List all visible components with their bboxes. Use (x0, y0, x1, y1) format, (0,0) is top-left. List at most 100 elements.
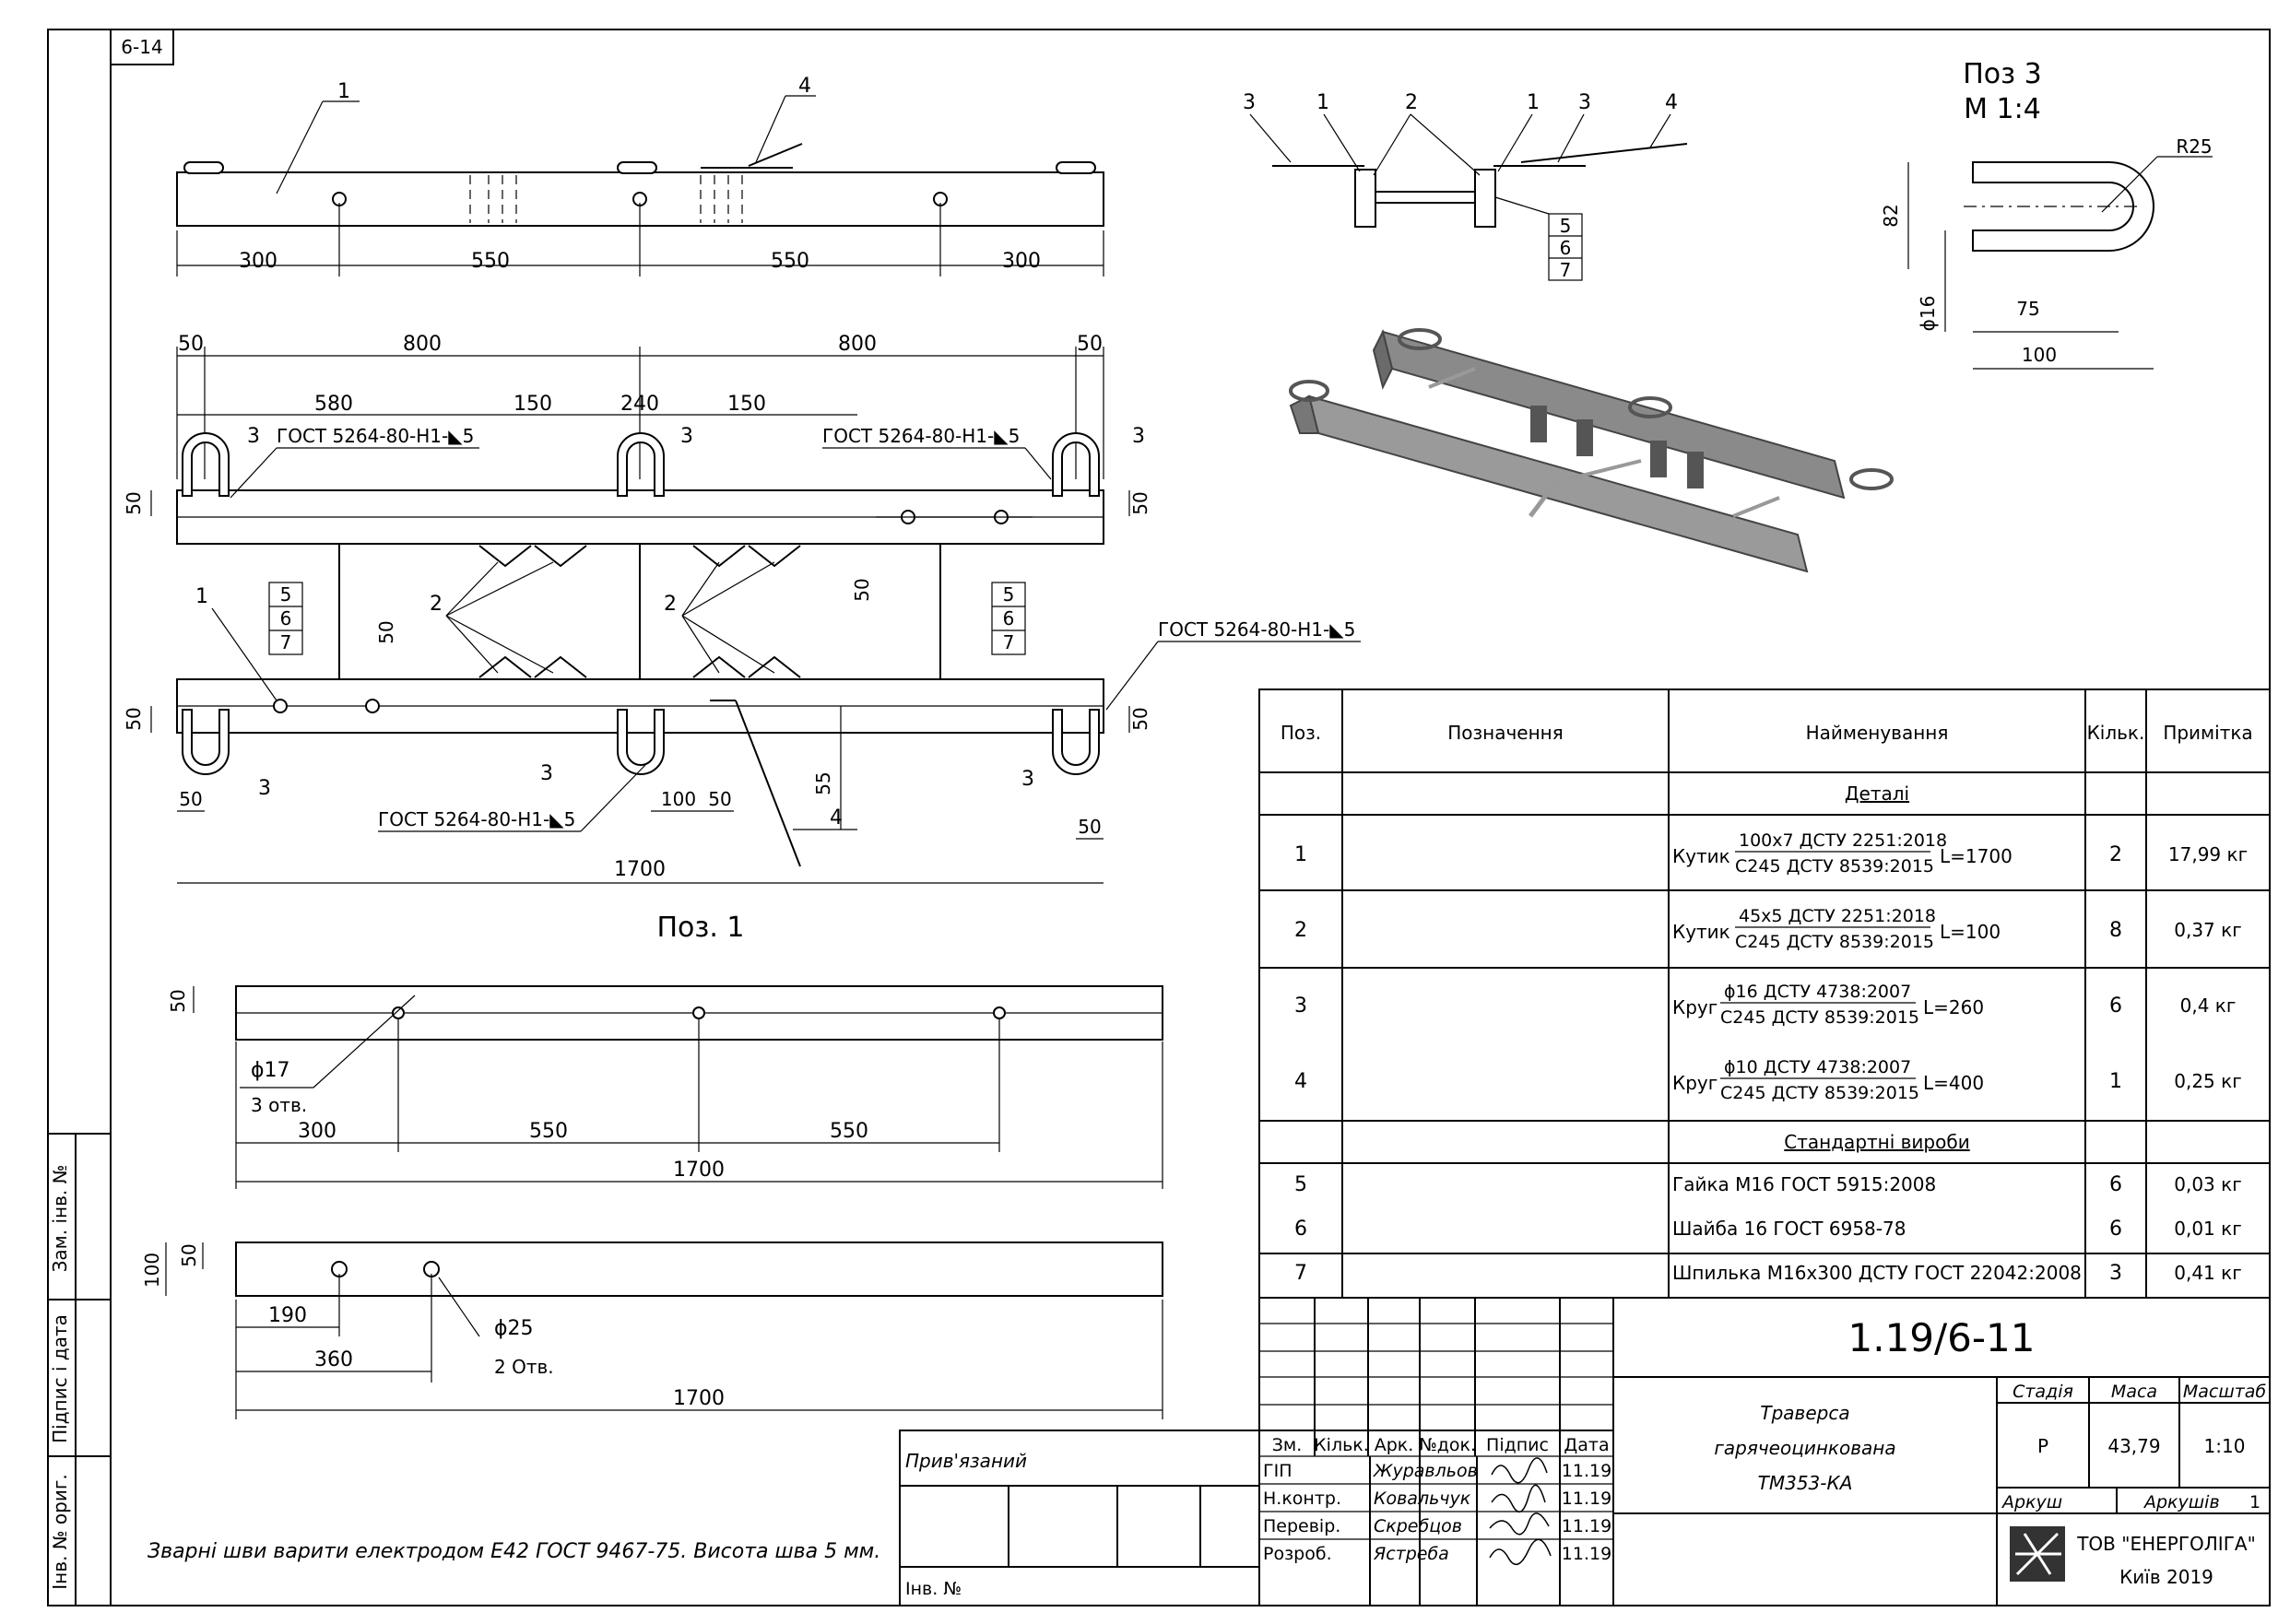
svg-text:300: 300 (1002, 250, 1041, 273)
sign-date-label: Підпис і дата (49, 1314, 71, 1443)
svg-text:11.19: 11.19 (1562, 1516, 1611, 1536)
svg-text:Шпилька М16х300 ДСТУ ГОСТ 2204: Шпилька М16х300 ДСТУ ГОСТ 22042:2008 (1672, 1262, 2082, 1284)
svg-text:580: 580 (314, 393, 353, 416)
svg-text:Круг: Круг (1672, 1072, 1718, 1094)
svg-text:ГІП: ГІП (1263, 1461, 1292, 1481)
svg-text:1:10: 1:10 (2204, 1435, 2246, 1457)
callout-1: 1 (337, 80, 350, 103)
spec-row: 3 Круг ϕ16 ДСТУ 4738:2007 С245 ДСТУ 8539… (1294, 982, 2236, 1028)
svg-text:Шайба 16 ГОСТ 6958-78: Шайба 16 ГОСТ 6958-78 (1672, 1218, 1906, 1240)
spec-row: 4 Круг ϕ10 ДСТУ 4738:2007 С245 ДСТУ 8539… (1294, 1057, 2242, 1103)
svg-text:50: 50 (123, 707, 145, 730)
svg-text:1: 1 (1294, 843, 1307, 866)
svg-text:Інв. №: Інв. № (905, 1579, 962, 1599)
pos1-title: Поз. 1 (656, 912, 744, 944)
svg-text:3: 3 (247, 425, 260, 448)
svg-text:2: 2 (1405, 91, 1418, 114)
svg-text:Підпис: Підпис (1486, 1435, 1549, 1455)
svg-text:11.19: 11.19 (1562, 1544, 1611, 1564)
svg-text:Аркуш: Аркуш (2001, 1492, 2062, 1512)
pos3-detail: Поз 3 М 1:4 R25 82 ϕ16 75 100 (1880, 58, 2213, 370)
svg-text:0,37 кг: 0,37 кг (2174, 919, 2241, 941)
svg-text:3: 3 (1294, 994, 1307, 1018)
svg-text:1: 1 (195, 585, 208, 608)
svg-text:R25: R25 (2176, 135, 2212, 158)
svg-text:0,25 кг: 0,25 кг (2174, 1070, 2241, 1092)
svg-text:4: 4 (1665, 91, 1678, 114)
svg-text:3: 3 (1132, 425, 1145, 448)
svg-text:1: 1 (2249, 1492, 2260, 1512)
svg-text:1700: 1700 (673, 1159, 725, 1182)
attached-block: Прив'язаний Інв. № (899, 1430, 1260, 1606)
weld-note-4: ГОСТ 5264-80-Н1-◣5 (378, 808, 575, 830)
svg-text:550: 550 (771, 250, 809, 273)
svg-text:2 Отв.: 2 Отв. (494, 1356, 554, 1378)
col-header-designation: Позначення (1447, 722, 1564, 744)
svg-text:8: 8 (2109, 919, 2122, 942)
replace-inv-label: Зам. інв. № (49, 1165, 71, 1273)
svg-text:50: 50 (708, 788, 731, 810)
signature-stamps (1489, 1457, 1552, 1566)
weld-note-1: ГОСТ 5264-80-Н1-◣5 (277, 425, 474, 447)
svg-text:300: 300 (298, 1120, 336, 1143)
svg-text:0,03 кг: 0,03 кг (2174, 1173, 2241, 1195)
svg-text:6: 6 (1003, 607, 1015, 630)
svg-text:150: 150 (513, 393, 552, 416)
spec-row: 2 Кутик 45х5 ДСТУ 2251:2018 С245 ДСТУ 85… (1294, 906, 2242, 952)
sheet-label: 6-14 (121, 36, 162, 58)
svg-text:Траверса: Траверса (1760, 1402, 1849, 1424)
svg-text:1: 1 (1316, 91, 1329, 114)
svg-text:5: 5 (280, 583, 292, 606)
svg-text:82: 82 (1880, 204, 1902, 227)
svg-text:3: 3 (540, 762, 553, 785)
svg-text:С245 ДСТУ 8539:2015: С245 ДСТУ 8539:2015 (1720, 1083, 1919, 1103)
drawing-code: 1.19/6-11 (1848, 1315, 2036, 1360)
svg-text:Стадія: Стадія (2013, 1382, 2073, 1402)
svg-text:2: 2 (664, 593, 677, 616)
svg-text:1700: 1700 (673, 1387, 725, 1410)
pos3-scale: М 1:4 (1964, 93, 2041, 125)
callout-4: 4 (798, 75, 811, 98)
svg-text:550: 550 (529, 1120, 568, 1143)
svg-text:4: 4 (1294, 1070, 1307, 1093)
svg-text:Перевір.: Перевір. (1263, 1516, 1340, 1536)
svg-text:6: 6 (2109, 994, 2122, 1018)
svg-text:75: 75 (2016, 298, 2039, 320)
svg-text:0,4 кг: 0,4 кг (2180, 994, 2237, 1017)
svg-text:Прив'язаний: Прив'язаний (905, 1450, 1027, 1472)
svg-text:Маса: Маса (2111, 1382, 2157, 1402)
svg-text:5: 5 (1294, 1173, 1307, 1196)
svg-text:№док.: №док. (1419, 1435, 1476, 1455)
svg-text:С245 ДСТУ 8539:2015: С245 ДСТУ 8539:2015 (1735, 932, 1934, 952)
col-header-note: Примітка (2163, 722, 2252, 744)
svg-text:50: 50 (123, 491, 145, 514)
svg-text:100: 100 (661, 788, 696, 810)
svg-text:L=1700: L=1700 (1940, 845, 2013, 867)
svg-text:800: 800 (403, 333, 442, 356)
svg-text:Р: Р (2037, 1435, 2048, 1457)
svg-text:50: 50 (167, 989, 189, 1012)
col-header-name: Найменування (1806, 722, 1949, 744)
svg-text:4: 4 (830, 806, 843, 830)
svg-text:6: 6 (2109, 1218, 2122, 1241)
svg-text:800: 800 (838, 333, 877, 356)
svg-text:ТМ353-КА: ТМ353-КА (1758, 1472, 1853, 1494)
svg-text:Ковальчук: Ковальчук (1374, 1489, 1471, 1509)
svg-text:5: 5 (1003, 583, 1015, 606)
svg-text:50: 50 (1077, 333, 1103, 356)
svg-text:3: 3 (1021, 768, 1034, 791)
svg-text:С245 ДСТУ 8539:2015: С245 ДСТУ 8539:2015 (1720, 1007, 1919, 1028)
svg-text:Арк.: Арк. (1375, 1435, 1414, 1455)
detail-angle-holes-17: 50 ϕ17 3 отв. 300 550 550 1700 (167, 985, 1163, 1189)
svg-text:100: 100 (2022, 344, 2057, 366)
city-year: Київ 2019 (2119, 1566, 2213, 1588)
company-logo (2010, 1526, 2065, 1582)
svg-text:3 отв.: 3 отв. (251, 1094, 307, 1116)
svg-text:Дата: Дата (1564, 1435, 1609, 1455)
svg-text:50: 50 (1129, 491, 1151, 514)
svg-text:3: 3 (680, 425, 693, 448)
svg-text:50: 50 (178, 1243, 200, 1266)
svg-text:150: 150 (727, 393, 766, 416)
